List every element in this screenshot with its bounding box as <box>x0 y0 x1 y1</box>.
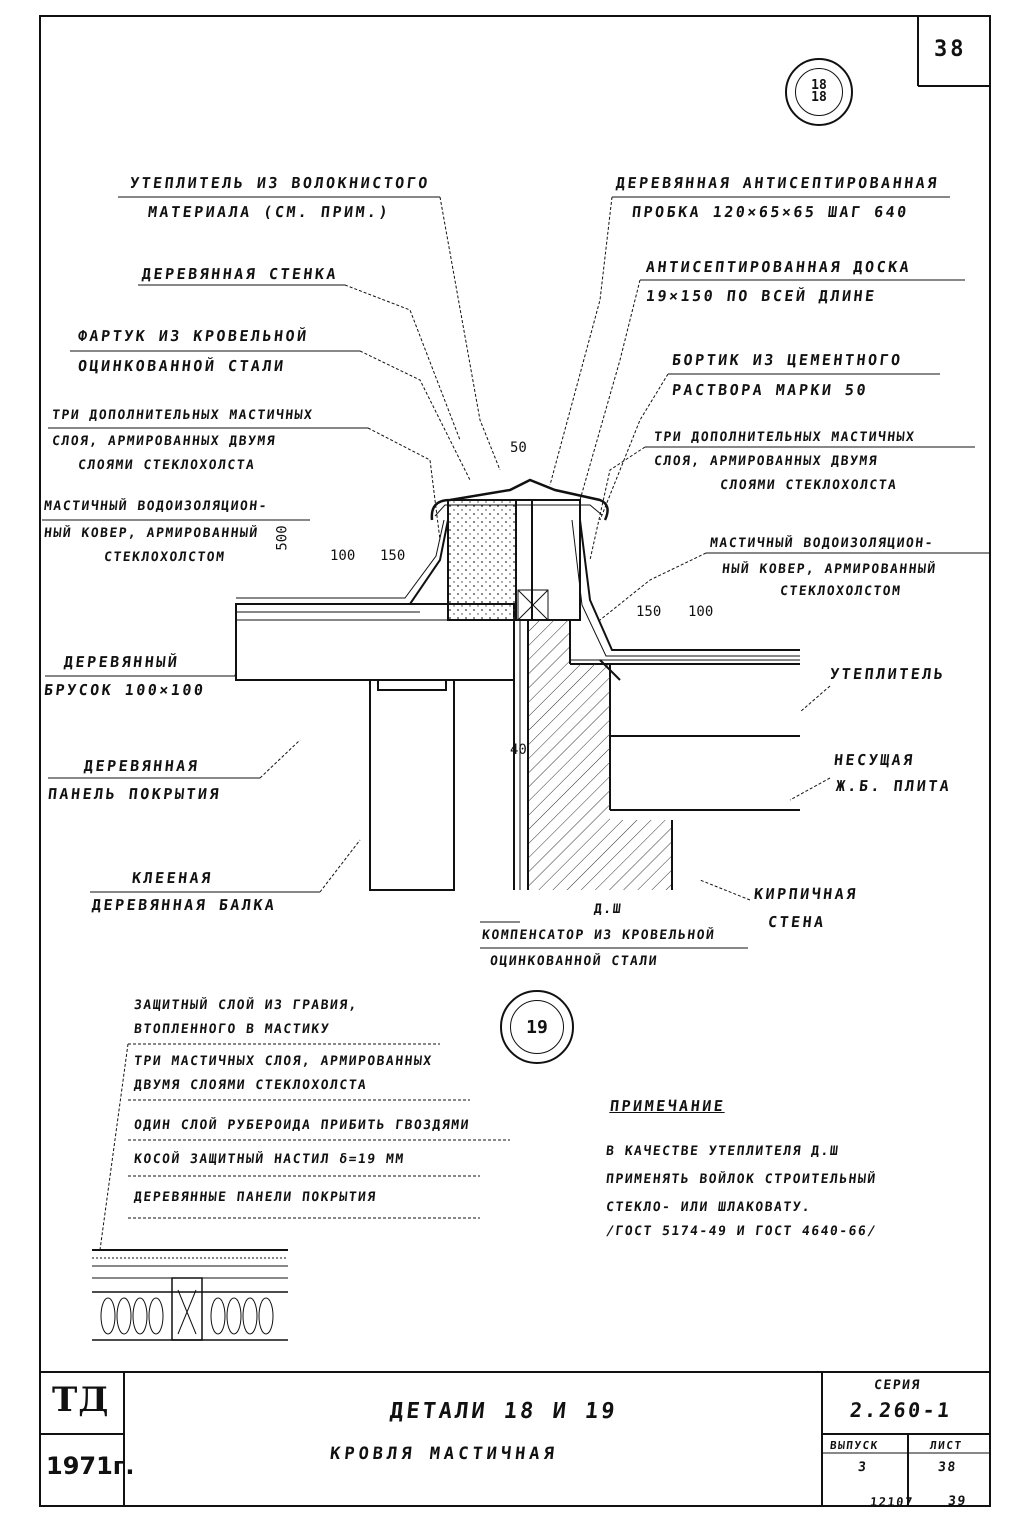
label-three-layers-right-2: СЛОЯ, АРМИРОВАННЫХ ДВУМЯ <box>653 454 879 469</box>
label-three-layers-left-1: ТРИ ДОПОЛНИТЕЛЬНЫХ МАСТИЧНЫХ <box>51 408 314 423</box>
label-curb-1: БОРТИК ИЗ ЦЕМЕНТНОГО <box>671 351 904 369</box>
detail-18-label: 18 18 <box>795 68 843 116</box>
sheet-value: 38 <box>937 1460 958 1475</box>
d19-label-roofing-felt: ОДИН СЛОЙ РУБЕРОИДА ПРИБИТЬ ГВОЗДЯМИ <box>133 1118 471 1133</box>
label-compensator-1: КОМПЕНСАТОР ИЗ КРОВЕЛЬНОЙ <box>481 928 717 943</box>
title-org: ТД <box>52 1380 110 1420</box>
label-three-layers-left-3: СЛОЯМИ СТЕКЛОХОЛСТА <box>77 458 257 473</box>
label-insulation-fibrous-1: УТЕПЛИТЕЛЬ ИЗ ВОЛОКНИСТОГО <box>129 174 431 192</box>
d19-label-three-layers-1: ТРИ МАСТИЧНЫХ СЛОЯ, АРМИРОВАННЫХ <box>133 1054 434 1069</box>
note-title: ПРИМЕЧАНИЕ <box>609 1097 727 1115</box>
label-wooden-panel-2: ПАНЕЛЬ ПОКРЫТИЯ <box>47 785 222 803</box>
drawing-title: ДЕТАЛИ 18 И 19 <box>388 1399 619 1424</box>
label-dsh: Д.Ш <box>593 902 623 917</box>
label-membrane-left-1: МАСТИЧНЫЙ ВОДОИЗОЛЯЦИОН- <box>43 499 269 514</box>
label-wooden-wall: ДЕРЕВЯННАЯ СТЕНКА <box>141 265 339 283</box>
label-wooden-bar-2: БРУСОК 100×100 <box>43 681 207 699</box>
label-glued-beam-1: КЛЕЕНАЯ <box>131 869 214 887</box>
label-three-layers-right-1: ТРИ ДОПОЛНИТЕЛЬНЫХ МАСТИЧНЫХ <box>653 430 916 445</box>
label-slab-2: Ж.Б. ПЛИТА <box>835 777 953 795</box>
label-wooden-panel-1: ДЕРЕВЯННАЯ <box>83 757 201 775</box>
label-curb-2: РАСТВОРА МАРКИ 50 <box>671 381 869 399</box>
label-insulation: УТЕПЛИТЕЛЬ <box>829 665 947 683</box>
label-apron-1: ФАРТУК ИЗ КРОВЕЛЬНОЙ <box>77 327 310 345</box>
label-membrane-left-2: НЫЙ КОВЕР, АРМИРОВАННЫЙ <box>43 526 260 541</box>
dim-500: 500 <box>274 525 291 551</box>
note-line-2: ПРИМЕНЯТЬ ВОЙЛОК СТРОИТЕЛЬНЫЙ <box>605 1172 878 1187</box>
drawing-subtitle: КРОВЛЯ МАСТИЧНАЯ <box>328 1444 559 1464</box>
label-compensator-2: ОЦИНКОВАННОЙ СТАЛИ <box>489 954 659 969</box>
page-number: 38 <box>934 37 967 62</box>
note-line-4: /ГОСТ 5174-49 И ГОСТ 4640-66/ <box>605 1224 878 1239</box>
label-insulation-fibrous-2: МАТЕРИАЛА (СМ. ПРИМ.) <box>147 203 392 221</box>
label-glued-beam-2: ДЕРЕВЯННАЯ БАЛКА <box>91 896 278 914</box>
label-membrane-left-3: СТЕКЛОХОЛСТОМ <box>103 550 227 565</box>
series-label: СЕРИЯ <box>873 1378 922 1393</box>
dim-100-left: 100 <box>330 548 356 564</box>
label-brick-wall-1: КИРПИЧНАЯ <box>753 885 859 903</box>
d19-label-gravel-1: ЗАЩИТНЫЙ СЛОЙ ИЗ ГРАВИЯ, <box>133 998 359 1013</box>
title-year: 1971г. <box>46 1452 135 1480</box>
label-wooden-bar-1: ДЕРЕВЯННЫЙ <box>63 653 181 671</box>
label-membrane-right-2: НЫЙ КОВЕР, АРМИРОВАННЫЙ <box>721 562 938 577</box>
label-membrane-right-3: СТЕКЛОХОЛСТОМ <box>779 584 903 599</box>
detail-18-marker: 18 18 <box>785 58 853 126</box>
issue-label: ВЫПУСК <box>829 1439 880 1452</box>
footer-code-left: 12107 <box>869 1495 915 1509</box>
detail-19-label: 19 <box>510 1000 564 1054</box>
label-board-2: 19×150 ПО ВСЕЙ ДЛИНЕ <box>645 287 878 305</box>
dim-50: 50 <box>510 440 527 456</box>
d19-label-three-layers-2: ДВУМЯ СЛОЯМИ СТЕКЛОХОЛСТА <box>133 1078 369 1093</box>
dim-100-right: 100 <box>688 604 714 620</box>
note-line-3: СТЕКЛО- ИЛИ ШЛАКОВАТУ. <box>605 1200 813 1215</box>
label-board-1: АНТИСЕПТИРОВАННАЯ ДОСКА <box>645 258 913 276</box>
sheet-label: ЛИСТ <box>929 1439 964 1452</box>
label-plug-1: ДЕРЕВЯННАЯ АНТИСЕПТИРОВАННАЯ <box>615 174 940 192</box>
d19-label-gravel-2: ВТОПЛЕННОГО В МАСТИКУ <box>133 1022 331 1037</box>
label-three-layers-left-2: СЛОЯ, АРМИРОВАННЫХ ДВУМЯ <box>51 434 277 449</box>
detail-19-marker: 19 <box>500 990 574 1064</box>
d19-label-panels: ДЕРЕВЯННЫЕ ПАНЕЛИ ПОКРЫТИЯ <box>133 1190 378 1205</box>
footer-code-right: 39 <box>947 1494 968 1509</box>
label-three-layers-right-3: СЛОЯМИ СТЕКЛОХОЛСТА <box>719 478 899 493</box>
dim-150-right: 150 <box>636 604 662 620</box>
label-apron-2: ОЦИНКОВАННОЙ СТАЛИ <box>77 357 287 375</box>
label-brick-wall-2: СТЕНА <box>767 913 827 931</box>
series-value: 2.260-1 <box>848 1398 954 1422</box>
note-line-1: В КАЧЕСТВЕ УТЕПЛИТЕЛЯ Д.Ш <box>605 1144 841 1159</box>
d19-label-decking: КОСОЙ ЗАЩИТНЫЙ НАСТИЛ δ=19 ММ <box>133 1152 406 1167</box>
dim-150-left: 150 <box>380 548 406 564</box>
label-slab-1: НЕСУЩАЯ <box>833 751 916 769</box>
label-plug-2: ПРОБКА 120×65×65 ШАГ 640 <box>631 203 910 221</box>
dim-40: 40 <box>510 742 527 758</box>
label-membrane-right-1: МАСТИЧНЫЙ ВОДОИЗОЛЯЦИОН- <box>709 536 935 551</box>
